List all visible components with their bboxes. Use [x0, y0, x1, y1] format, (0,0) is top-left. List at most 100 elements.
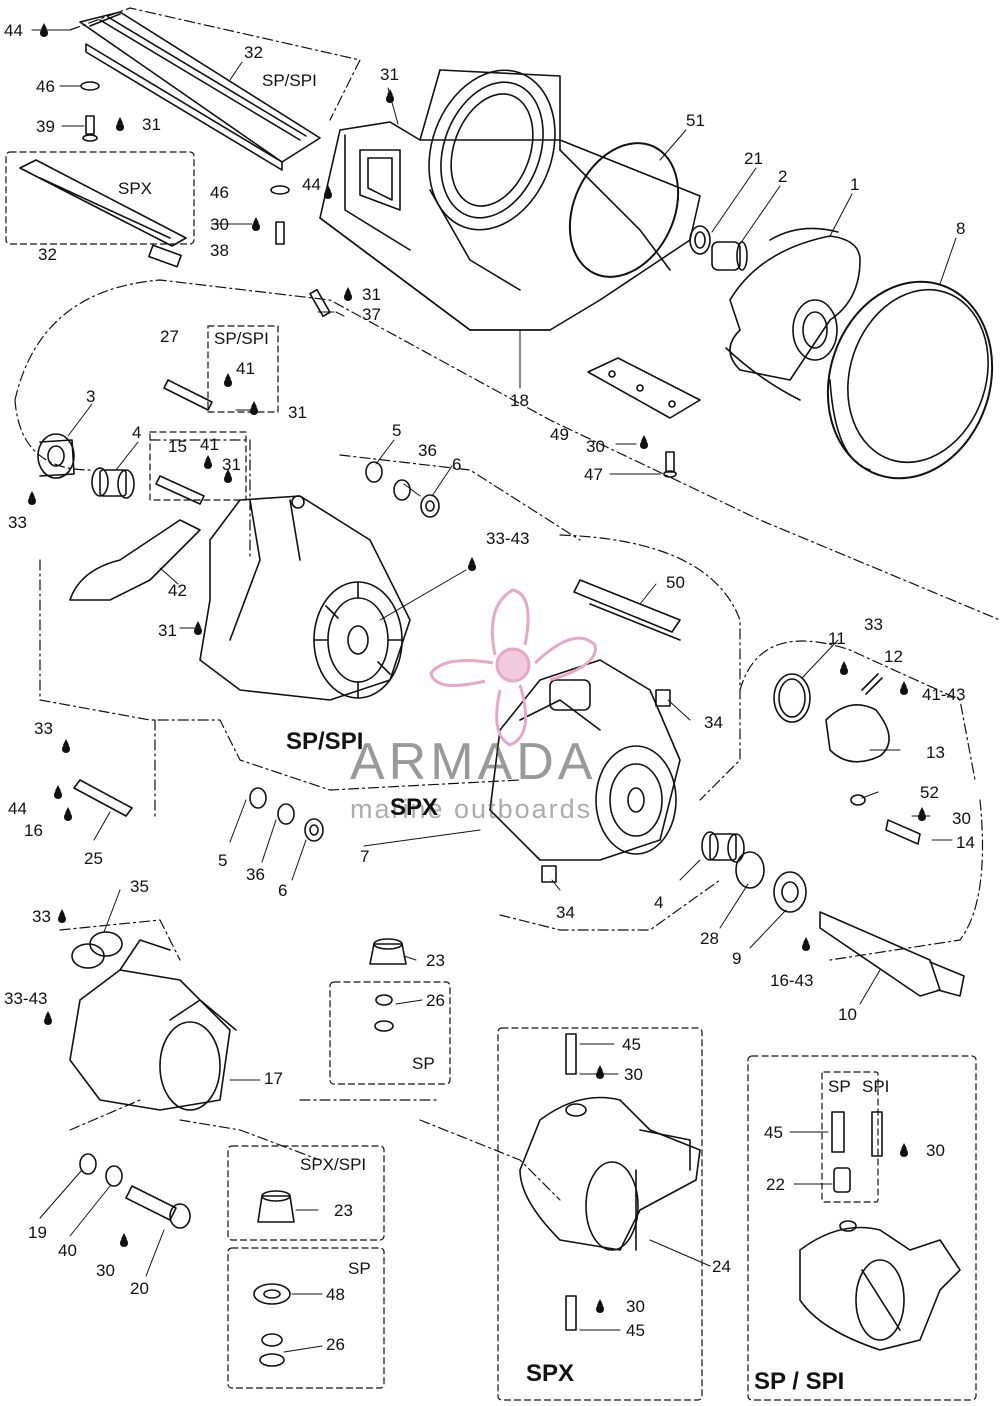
venturi-17 [69, 939, 237, 1111]
tag-sp-screw: SP [828, 1077, 851, 1096]
part-label: 3 [86, 387, 96, 406]
part-label: 33-43 [4, 989, 48, 1008]
tag-spx-rail: SPX [118, 179, 153, 198]
part-label: 24 [712, 1257, 731, 1276]
watermark-brand: ARMADA [350, 733, 597, 791]
part-label: 38 [210, 241, 229, 260]
plate-49 [587, 357, 701, 478]
part-label: 11 [828, 629, 846, 648]
part-label: 33 [864, 615, 883, 634]
blocks-34 [541, 689, 671, 883]
part-label: 30 [626, 1297, 645, 1316]
part-label: 46 [210, 183, 229, 202]
part-label: 20 [130, 1279, 149, 1298]
rail-sp-spi [79, 11, 321, 171]
part-label: 6 [278, 881, 288, 900]
nose-cone [773, 673, 921, 845]
part-label: 33 [34, 719, 53, 738]
part-label: 30 [586, 437, 605, 456]
part-label: 9 [732, 949, 742, 968]
part-label: 41-43 [922, 685, 966, 704]
part-label: 30 [926, 1141, 945, 1160]
part-label: 49 [550, 425, 569, 444]
nozzle-sp-spi [799, 1111, 961, 1351]
o-ring [568, 142, 680, 278]
part-label: 17 [264, 1069, 283, 1088]
intake-housing [319, 69, 701, 331]
part-label: 33 [8, 513, 27, 532]
label-spx-nozzle: SPX [526, 1360, 575, 1387]
part-label: 37 [362, 305, 381, 324]
part-label: 44 [302, 175, 321, 194]
part-label: 18 [510, 391, 529, 410]
part-label: 2 [778, 167, 788, 186]
part-label: 26 [426, 991, 445, 1010]
watermark-subtitle: marine outboards [350, 794, 593, 824]
part-label: 31 [222, 455, 241, 474]
pump-housing-sp [199, 495, 411, 701]
tag-sp-bushing: SP [412, 1054, 435, 1073]
part-label: 31 [142, 115, 161, 134]
part-label: 15 [168, 437, 187, 456]
part-label: 41 [236, 359, 255, 378]
part-label: 32 [38, 245, 57, 264]
part-label: 28 [700, 929, 719, 948]
part-label: 36 [418, 441, 437, 460]
rail-fasteners [80, 81, 331, 318]
bushing-23b [257, 1190, 295, 1223]
part-label: 47 [584, 465, 603, 484]
part-label: 25 [84, 849, 103, 868]
parts-48-26 [253, 1283, 291, 1367]
impeller [725, 227, 861, 401]
tag-sp-spi-rail: SP/SPI [262, 71, 317, 90]
part-label: 31 [288, 403, 307, 422]
tag-sp-spi-pin: SP/SPI [214, 329, 269, 348]
part-label: 10 [838, 1005, 857, 1024]
part-label: 4 [654, 893, 664, 912]
seal-and-bearing [37, 433, 745, 863]
part-label: 16-43 [770, 971, 814, 990]
shaft-fittings [689, 225, 748, 271]
part-label: 33 [32, 907, 51, 926]
part-label: 33-43 [486, 529, 530, 548]
part-label: 34 [704, 713, 723, 732]
part-label: 1 [850, 175, 860, 194]
bolt-set-20 [79, 1153, 191, 1229]
part-label: 42 [168, 581, 187, 600]
part-label: 36 [246, 865, 265, 884]
part-label: 40 [58, 1241, 77, 1260]
part-label: 12 [884, 647, 903, 666]
label-sp-spi-nozzle: SP / SPI [754, 1368, 845, 1395]
part-label: 19 [28, 1223, 47, 1242]
part-label: 34 [556, 903, 575, 922]
part-label: 45 [626, 1321, 645, 1340]
pins [155, 379, 213, 505]
rail-spx [19, 159, 187, 268]
rings-35 [71, 931, 123, 969]
part-label: 30 [952, 809, 971, 828]
part-label: 26 [326, 1335, 345, 1354]
part-label: 44 [8, 799, 27, 818]
part-label: 41 [200, 435, 219, 454]
part-label: 6 [452, 455, 462, 474]
part-label: 30 [210, 215, 229, 234]
part-label: 16 [24, 821, 43, 840]
part-label: 39 [36, 117, 55, 136]
part-label: 52 [920, 783, 939, 802]
part-label: 13 [926, 743, 945, 762]
tag-sp-seal: SP [348, 1259, 371, 1278]
part-label: 45 [764, 1123, 783, 1142]
bushing-23 [369, 938, 407, 965]
part-label: 31 [362, 285, 381, 304]
part-label: 5 [218, 851, 228, 870]
part-label: 48 [326, 1285, 345, 1304]
part-label: 35 [130, 877, 149, 896]
part-label: 32 [244, 43, 263, 62]
part-label: 30 [96, 1261, 115, 1280]
label-spx-housing: SPX [390, 794, 439, 821]
label-sp-spi-housing: SP/SPI [286, 728, 364, 755]
washers-bottom [249, 787, 324, 842]
part-label: 46 [36, 77, 55, 96]
part-label: 8 [956, 219, 966, 238]
